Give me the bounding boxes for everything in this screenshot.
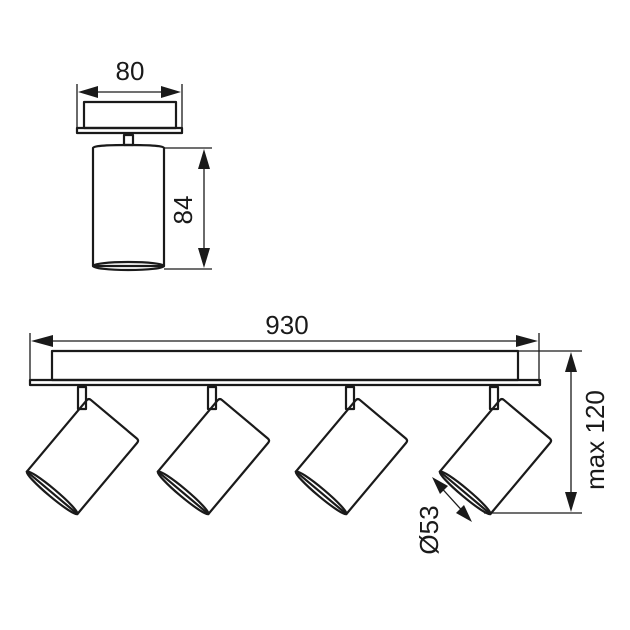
- spot-1: [25, 385, 140, 516]
- length-label: 930: [265, 310, 308, 340]
- arrow-upleft-icon: [432, 477, 448, 494]
- base-plate: [28, 378, 542, 387]
- arrow-left-icon: [31, 335, 53, 347]
- arrow-downright-icon: [456, 505, 472, 522]
- max-height-label: max 120: [580, 390, 610, 490]
- arrow-up-icon: [198, 149, 210, 169]
- canopy-plate: [75, 126, 184, 135]
- mounting-bar: [50, 349, 520, 382]
- spot-4: [438, 385, 553, 516]
- arrow-left-icon: [78, 86, 98, 98]
- height-label: 84: [168, 196, 198, 225]
- spot-3: [294, 385, 409, 516]
- stem: [122, 133, 135, 147]
- diameter-label: Ø53: [414, 505, 444, 554]
- side-view: 80 84: [75, 56, 212, 272]
- arrow-right-icon: [161, 86, 181, 98]
- arrow-up-icon: [565, 352, 577, 372]
- spot-2: [156, 385, 271, 516]
- arrow-down-icon: [565, 492, 577, 512]
- front-view: 930: [25, 310, 610, 555]
- spot-cylinder: [91, 143, 166, 268]
- length-dimension: 930: [29, 310, 540, 383]
- diameter-dimension: Ø53: [414, 477, 472, 555]
- height-dimension: 84: [164, 147, 212, 270]
- spot-lens: [91, 260, 166, 272]
- width-label: 80: [116, 56, 145, 86]
- arrow-down-icon: [198, 248, 210, 268]
- width-dimension: 80: [76, 56, 183, 128]
- arrow-right-icon: [516, 335, 538, 347]
- canopy-box: [82, 100, 178, 130]
- max-height-dimension: max 120: [484, 350, 610, 514]
